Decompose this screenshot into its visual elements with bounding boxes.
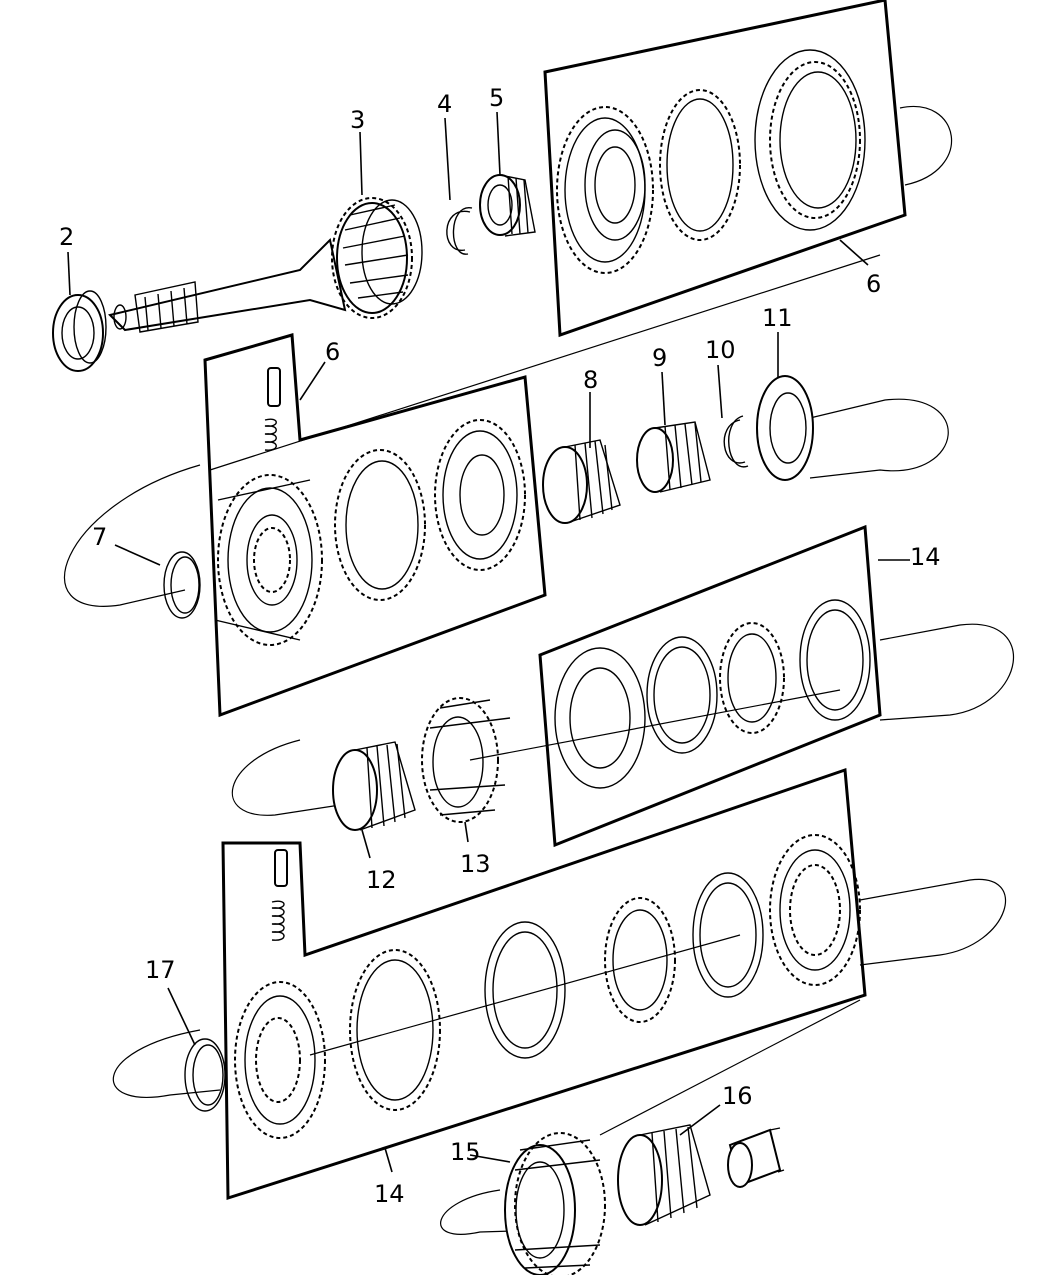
part-17-snap-ring bbox=[184, 1038, 226, 1112]
callout-labels: 2 3 4 5 6 6 7 8 9 10 11 14 12 13 17 14 1… bbox=[59, 84, 941, 1208]
output-shaft-end bbox=[727, 1127, 785, 1188]
label-part-14-bottom: 14 bbox=[374, 1180, 405, 1208]
part-3-input-shaft bbox=[108, 197, 423, 333]
label-part-13: 13 bbox=[460, 850, 491, 878]
part-11-thrust-washer bbox=[756, 375, 814, 481]
label-part-10: 10 bbox=[705, 336, 736, 364]
part-14-synchronizer-rings-middle bbox=[554, 599, 871, 789]
sync-assembly-box-middle-left bbox=[203, 333, 547, 718]
label-part-12: 12 bbox=[366, 866, 397, 894]
label-part-11: 11 bbox=[762, 304, 793, 332]
part-9-needle-bearing bbox=[636, 421, 711, 493]
part-14-synchronizer-assembly-bottom bbox=[234, 834, 861, 1139]
label-part-17: 17 bbox=[145, 956, 176, 984]
part-13-gear bbox=[421, 697, 511, 823]
label-part-6-top: 6 bbox=[866, 270, 881, 298]
label-part-16: 16 bbox=[722, 1082, 753, 1110]
part-7-snap-ring bbox=[163, 551, 201, 619]
part-16-needle-bearing bbox=[617, 1124, 711, 1226]
label-part-6-middle: 6 bbox=[325, 338, 340, 366]
label-part-5: 5 bbox=[489, 84, 504, 112]
part-5-needle-bearing bbox=[479, 174, 536, 237]
label-part-2: 2 bbox=[59, 223, 74, 251]
part-15-gear bbox=[504, 1132, 606, 1275]
leader-lines bbox=[67, 111, 910, 1173]
label-part-14-middle: 14 bbox=[910, 543, 941, 571]
sync-assembly-box-top-right bbox=[543, 0, 907, 338]
part-6-synchronizer-rings-top bbox=[556, 49, 866, 274]
label-part-8: 8 bbox=[583, 366, 598, 394]
label-part-9: 9 bbox=[652, 344, 667, 372]
sync-assembly-box-middle-right bbox=[538, 524, 882, 848]
label-part-4: 4 bbox=[437, 90, 452, 118]
assembly-path-lines bbox=[64, 105, 1014, 1235]
part-6-synchronizer-assembly-middle bbox=[214, 367, 526, 646]
part-4-snap-ring bbox=[446, 207, 473, 255]
sync-assembly-box-bottom bbox=[221, 767, 867, 1201]
label-part-3: 3 bbox=[350, 106, 365, 134]
part-12-needle-bearing bbox=[332, 741, 416, 831]
label-part-15: 15 bbox=[450, 1138, 481, 1166]
label-part-7: 7 bbox=[92, 523, 107, 551]
part-10-snap-ring bbox=[723, 415, 749, 468]
part-8-needle-bearing bbox=[542, 439, 621, 524]
part-2-bearing bbox=[52, 290, 107, 372]
